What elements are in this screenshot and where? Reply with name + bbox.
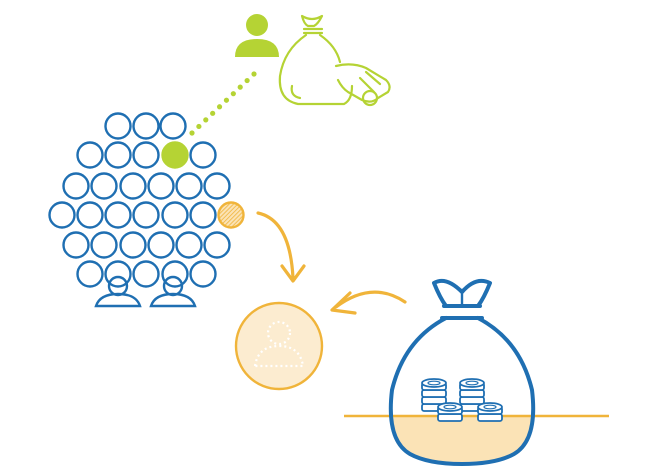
crowd-circle xyxy=(189,201,217,229)
crowd-circle xyxy=(161,201,189,229)
coin-top xyxy=(437,402,463,412)
crowd-circle xyxy=(175,172,203,200)
link-dot xyxy=(237,84,243,90)
coin-top xyxy=(421,378,447,388)
money-bag-coins-icon xyxy=(344,278,609,466)
crowd-person-right-body xyxy=(149,292,197,308)
bag-tie xyxy=(302,27,324,35)
crowd-circle xyxy=(76,260,104,288)
dotted-person-icon xyxy=(253,320,305,368)
crowd-circle xyxy=(90,231,118,259)
coin-mark xyxy=(465,380,479,386)
link-dot xyxy=(244,77,250,84)
coin-edge xyxy=(477,413,503,422)
money-bag-hand-icon xyxy=(278,14,391,107)
coin-edge xyxy=(437,413,463,422)
crowd-circle xyxy=(104,201,132,229)
crowd-circle xyxy=(159,112,187,140)
coin-stack-4 xyxy=(477,402,503,422)
link-dot xyxy=(216,104,223,110)
crowd-circle xyxy=(119,231,147,259)
coin-edge xyxy=(459,396,485,405)
crowd-circle xyxy=(62,172,90,200)
beneficiary-circle xyxy=(234,301,324,391)
bag-knot xyxy=(300,14,324,28)
bag-body xyxy=(278,33,354,106)
crowd-circle xyxy=(203,172,231,200)
crowd-circle xyxy=(189,141,217,169)
link-dot xyxy=(189,130,195,136)
beneficiary-head xyxy=(266,320,292,346)
arrow-fund-to-beneficiary-head xyxy=(330,291,357,315)
crowd-circle xyxy=(76,201,104,229)
curved-arrow-icon xyxy=(256,211,407,315)
crowd-circles-icon xyxy=(48,112,245,288)
person-body xyxy=(235,39,279,57)
crowd-circle xyxy=(147,172,175,200)
arrow-crowd-to-beneficiary-head xyxy=(280,264,306,283)
crowd-circle xyxy=(62,231,90,259)
coin-top xyxy=(459,378,485,388)
crowd-circle xyxy=(132,141,160,169)
crowd-circle-beneficiary xyxy=(217,201,245,229)
crowd-person-icons xyxy=(94,275,197,308)
coin-stack-3 xyxy=(437,402,463,422)
crowd-circle-donor xyxy=(161,141,189,169)
donor-group xyxy=(189,14,391,136)
bag-fill xyxy=(391,416,533,462)
crowd-circle xyxy=(132,112,160,140)
crowd-circle xyxy=(132,201,160,229)
person-head xyxy=(246,14,268,36)
link-dot xyxy=(230,91,236,97)
coin-mark xyxy=(483,404,497,410)
coin-edge xyxy=(421,389,447,398)
crowd-circle xyxy=(104,112,132,140)
crowd-circle xyxy=(147,231,175,259)
crowd-circle xyxy=(90,172,118,200)
coin-mark xyxy=(427,380,441,386)
crowd-circle xyxy=(119,172,147,200)
crowd-circle xyxy=(132,260,160,288)
coin-edge xyxy=(421,396,447,405)
coin xyxy=(361,89,379,107)
person-icon xyxy=(235,14,279,57)
crowd-circle xyxy=(76,141,104,169)
link-dot xyxy=(203,117,209,123)
hand-fingers xyxy=(358,70,382,94)
hand xyxy=(334,63,391,103)
arrow-crowd-to-beneficiary xyxy=(256,211,295,280)
crowd-person-left xyxy=(94,275,142,308)
fund-bag-body xyxy=(388,316,536,466)
donor-link-dots xyxy=(189,71,257,136)
link-dot xyxy=(196,123,202,130)
beneficiary-body xyxy=(253,344,305,368)
crowd-circle xyxy=(48,201,76,229)
fund-bag-tie xyxy=(440,304,484,320)
coin-top xyxy=(477,402,503,412)
coin-edge xyxy=(459,389,485,398)
crowd-circle xyxy=(189,260,217,288)
bag-body-inner xyxy=(318,33,342,64)
crowd-circle xyxy=(175,231,203,259)
fund-bag-knot xyxy=(432,278,492,308)
arrow-fund-to-beneficiary xyxy=(334,290,407,309)
link-dot xyxy=(223,97,230,103)
crowd-circle xyxy=(203,231,231,259)
crowd-circle xyxy=(104,141,132,169)
coin-mark xyxy=(443,404,457,410)
bag-inner-line xyxy=(290,84,302,100)
crowd-person-right xyxy=(149,275,197,308)
crowd-circle xyxy=(161,260,189,288)
beneficiary-group xyxy=(234,301,324,391)
coin-stacks xyxy=(421,378,503,422)
link-dot xyxy=(210,110,216,116)
crowd-person-left-body xyxy=(94,292,142,308)
link-dot xyxy=(251,71,257,77)
